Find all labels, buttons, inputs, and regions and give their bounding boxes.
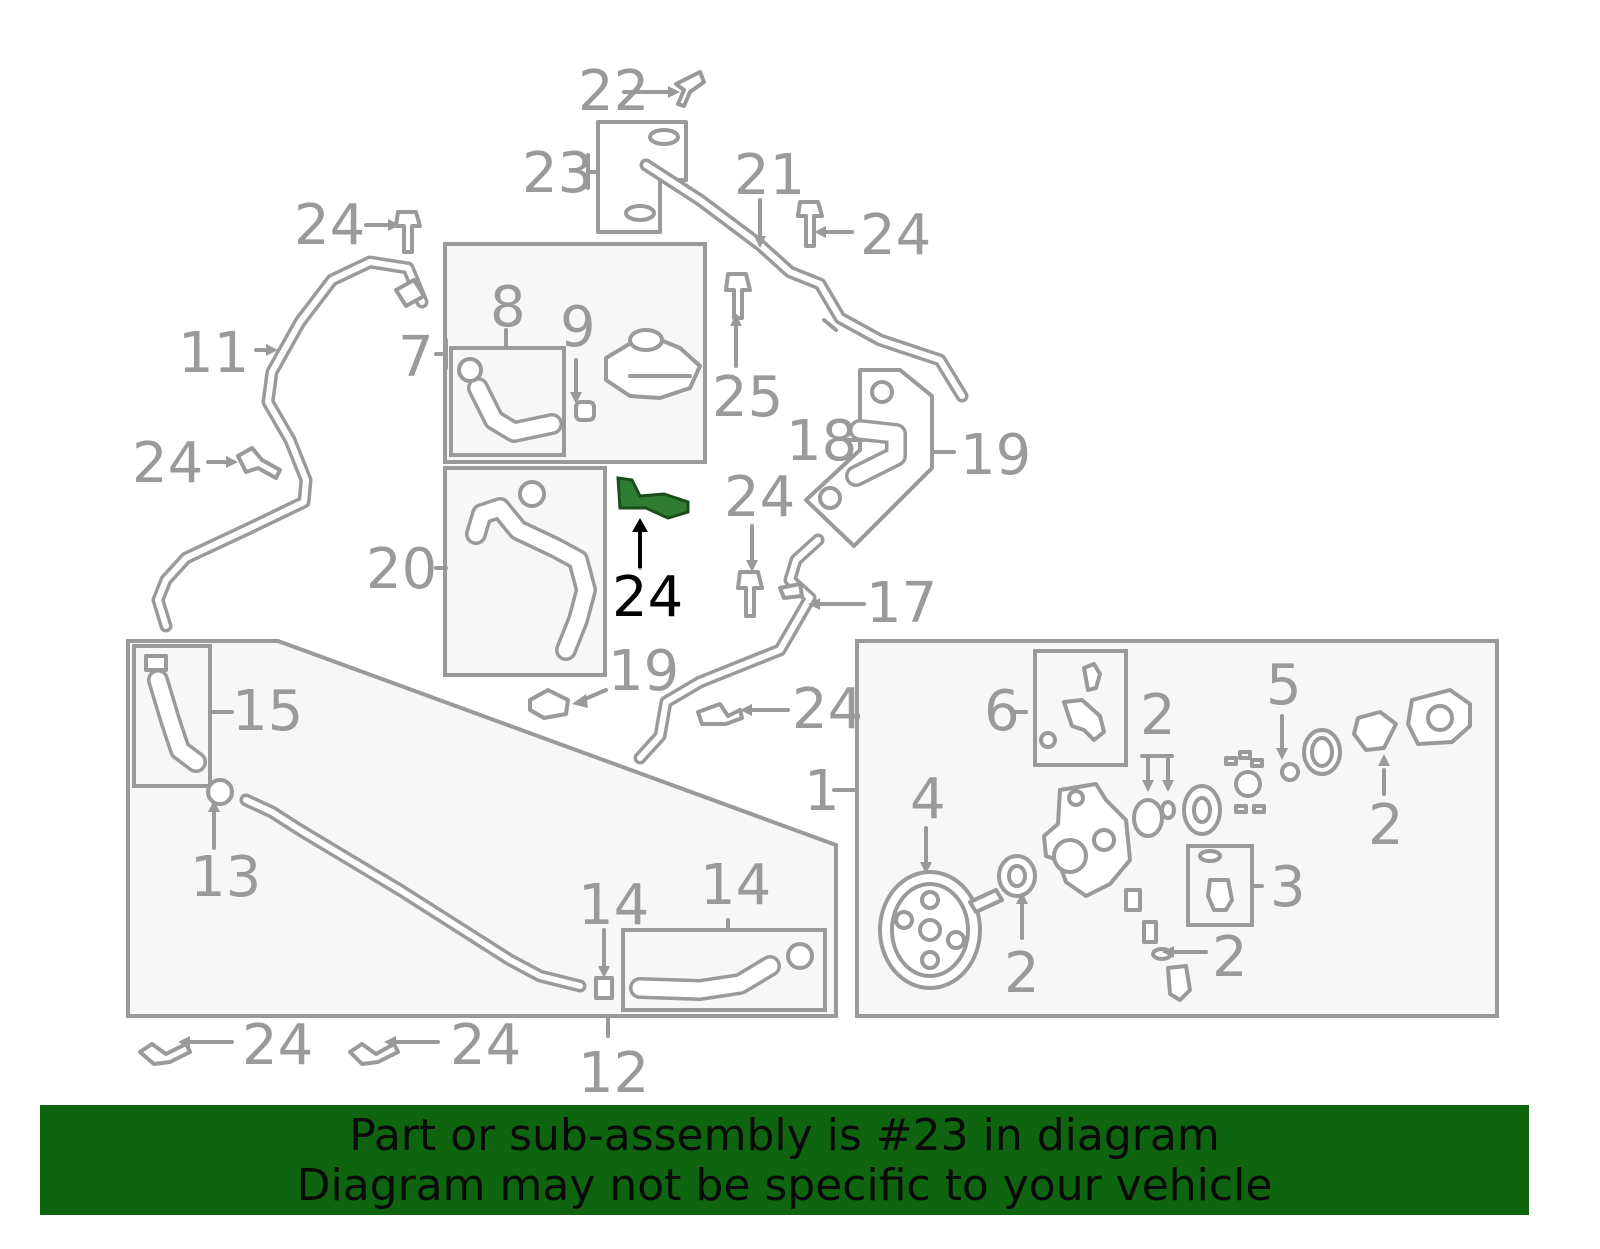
callout-6: 6	[984, 679, 1020, 744]
bracket-23-highlighted	[616, 476, 690, 520]
callout-20: 21	[734, 143, 805, 208]
leader-lines	[188, 90, 1386, 1044]
callout-11: 12	[578, 1041, 649, 1105]
clamp-8	[457, 357, 483, 383]
callout-21: 22	[578, 59, 649, 124]
banner-line-2: Diagram may not be specific to your vehi…	[296, 1160, 1273, 1211]
callout-3: 3	[1270, 855, 1306, 920]
snap-ring-5	[1280, 762, 1300, 782]
callout-24-top-right: 24	[860, 203, 931, 268]
arrowheads	[178, 86, 1390, 1048]
cap-19	[528, 688, 570, 720]
callout-2-gasket: 2	[1368, 793, 1404, 858]
bolt-24-top-left	[394, 210, 422, 254]
pulley-4	[878, 870, 1004, 990]
callout-24-left: 24	[132, 431, 203, 496]
callout-12-upper: 13	[190, 845, 261, 910]
callout-4: 4	[910, 767, 946, 832]
callout-10: 11	[178, 321, 249, 386]
bolt-21	[674, 70, 706, 108]
clamp-9	[574, 400, 596, 422]
gasket-2	[1352, 710, 1398, 752]
bushing	[1302, 728, 1342, 776]
callout-15: 17	[866, 571, 937, 636]
parts-diagram: 22 23 21 24 24 11 7 8 9 25 24 18 19 24 2…	[126, 59, 1499, 1105]
callout-24-mid: 24	[724, 465, 795, 530]
notice-banner: Part or sub-assembly is #23 in diagram D…	[40, 1105, 1529, 1215]
spring-valve	[1124, 888, 1192, 1002]
callout-24-bottom-mid: 24	[450, 1013, 521, 1078]
bolt-24-lower-mid	[696, 702, 744, 726]
clamp-14	[786, 942, 814, 970]
callout-16: 18	[786, 409, 857, 474]
o-ring	[1132, 798, 1164, 838]
bolt-24-top-right	[796, 200, 824, 248]
bolt-24-bottom-left	[138, 1042, 192, 1066]
callout-7: 7	[398, 325, 434, 390]
return-line-10	[151, 255, 429, 633]
callout-8: 8	[490, 275, 526, 340]
fitting-6	[1039, 662, 1106, 749]
banner-line-1: Part or sub-assembly is #23 in diagram	[349, 1110, 1220, 1161]
callout-18: 20	[366, 537, 437, 602]
clamp-12-upper	[206, 778, 234, 806]
callout-14-visible: 14	[700, 853, 771, 918]
callout-5: 5	[1266, 653, 1302, 718]
bolt-24-mid	[736, 570, 764, 618]
callout-19-visible: 19	[608, 639, 679, 704]
rotor-vanes	[1224, 750, 1266, 814]
o-ring-small	[1160, 800, 1176, 820]
callout-2-valve: 2	[1212, 925, 1248, 990]
valve-3	[1198, 849, 1234, 912]
callout-17: 19	[960, 423, 1031, 488]
callout-22: 23	[522, 141, 593, 206]
assembly-box-11	[126, 639, 838, 1018]
callout-12-lower: 14	[578, 873, 649, 938]
callout-25: 25	[712, 365, 783, 430]
bolt-25	[724, 272, 752, 320]
clamp-12-lower	[594, 976, 614, 1000]
callout-2-seal: 2	[1004, 941, 1040, 1006]
callout-24-top-left: 24	[294, 193, 365, 258]
clamp-18	[518, 480, 546, 508]
seal-2	[997, 854, 1037, 898]
callout-1: 1	[804, 759, 840, 824]
callout-23: 24	[612, 565, 683, 630]
bolt-24-left	[236, 446, 282, 480]
pressure-line-20	[639, 158, 969, 403]
callout-24-lower-mid: 24	[792, 677, 863, 742]
rear-cover	[1406, 688, 1472, 746]
bolt-24-bottom-mid	[348, 1042, 400, 1066]
pressure-line-15	[633, 533, 825, 765]
cam-ring	[1182, 784, 1222, 836]
callout-2-oring: 2	[1140, 683, 1176, 748]
pump-body	[1042, 782, 1132, 898]
callout-24-bottom-left: 24	[242, 1013, 313, 1078]
callout-9: 9	[560, 295, 596, 360]
callout-13: 15	[232, 679, 303, 744]
